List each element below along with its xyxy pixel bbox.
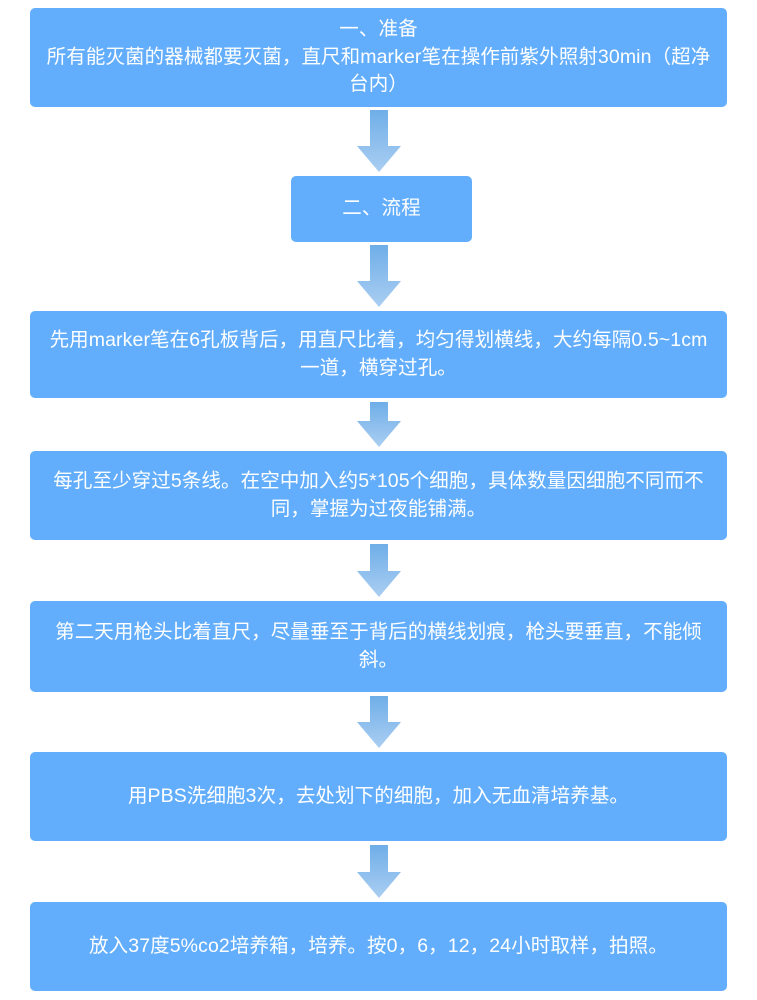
flow-node-step-incubate[interactable]: 放入37度5%co2培养箱，培养。按0，6，12，24小时取样，拍照。	[30, 902, 727, 991]
arrow-step1-to-step2-icon	[357, 402, 401, 447]
flow-node-text: 二、流程	[342, 197, 421, 220]
arrow-step2-to-step3-icon	[357, 544, 401, 597]
flow-node-text: 一、准备 所有能灭菌的器械都要灭菌，直尺和marker笔在操作前紫外照射30mi…	[46, 17, 711, 96]
flow-node-step-seed-cells[interactable]: 每孔至少穿过5条线。在空中加入约5*105个细胞，具体数量因细胞不同而不同，掌握…	[30, 451, 727, 540]
flow-node-preparation[interactable]: 一、准备 所有能灭菌的器械都要灭菌，直尺和marker笔在操作前紫外照射30mi…	[30, 8, 727, 107]
flow-node-text: 用PBS洗细胞3次，去处划下的细胞，加入无血清培养基。	[127, 784, 630, 807]
arrow-procedure-to-step1-icon	[357, 245, 401, 307]
flow-node-step-scratch[interactable]: 第二天用枪头比着直尺，尽量垂至于背后的横线划痕，枪头要垂直，不能倾斜。	[30, 601, 727, 692]
flow-node-step-wash-pbs[interactable]: 用PBS洗细胞3次，去处划下的细胞，加入无血清培养基。	[30, 752, 727, 841]
flow-node-procedure-header[interactable]: 二、流程	[291, 176, 472, 242]
arrow-step3-to-step4-icon	[357, 696, 401, 748]
flow-node-text: 第二天用枪头比着直尺，尽量垂至于背后的横线划痕，枪头要垂直，不能倾斜。	[55, 620, 702, 671]
flow-node-text: 先用marker笔在6孔板背后，用直尺比着，均匀得划横线，大约每隔0.5~1cm…	[49, 328, 708, 379]
arrow-prep-to-procedure-icon	[357, 110, 401, 172]
flow-node-text: 放入37度5%co2培养箱，培养。按0，6，12，24小时取样，拍照。	[89, 934, 668, 957]
flow-node-text: 每孔至少穿过5条线。在空中加入约5*105个细胞，具体数量因细胞不同而不同，掌握…	[53, 469, 704, 520]
flow-node-step-draw-lines[interactable]: 先用marker笔在6孔板背后，用直尺比着，均匀得划横线，大约每隔0.5~1cm…	[30, 311, 727, 398]
arrow-step4-to-step5-icon	[357, 845, 401, 898]
